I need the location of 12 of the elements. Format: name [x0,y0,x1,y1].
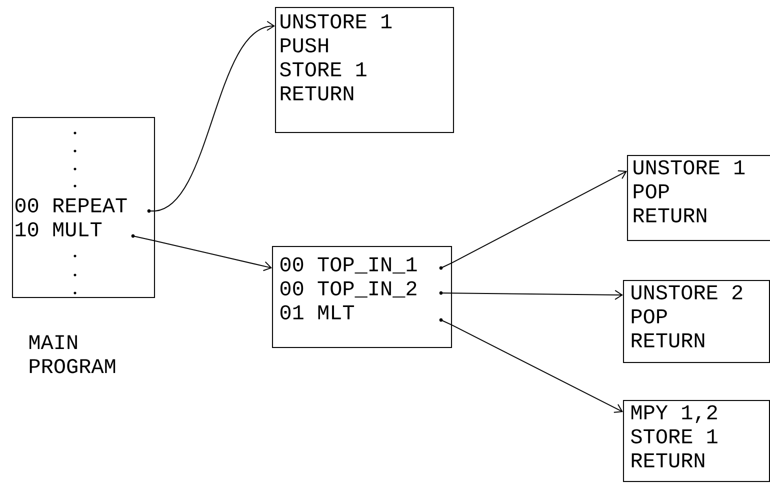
code-box: MPY 1,2 STORE 1 RETURN [623,400,770,482]
code-box: 00 REPEAT 10 MULT [12,117,155,298]
node-label: MAIN PROGRAM [30,335,116,374]
arrow [452,170,627,264]
code-box: UNSTORE 1 PUSH STORE 1 RETURN [275,7,454,133]
arrow [154,240,272,272]
arrow [154,20,275,212]
code-box: UNSTORE 1 POP RETURN [627,155,770,241]
arrow [452,290,623,300]
code-box: 00 TOP_IN_1 00 TOP_IN_2 01 MLT [272,246,452,348]
code-box: UNSTORE 2 POP RETURN [623,280,770,363]
arrow [452,324,623,413]
